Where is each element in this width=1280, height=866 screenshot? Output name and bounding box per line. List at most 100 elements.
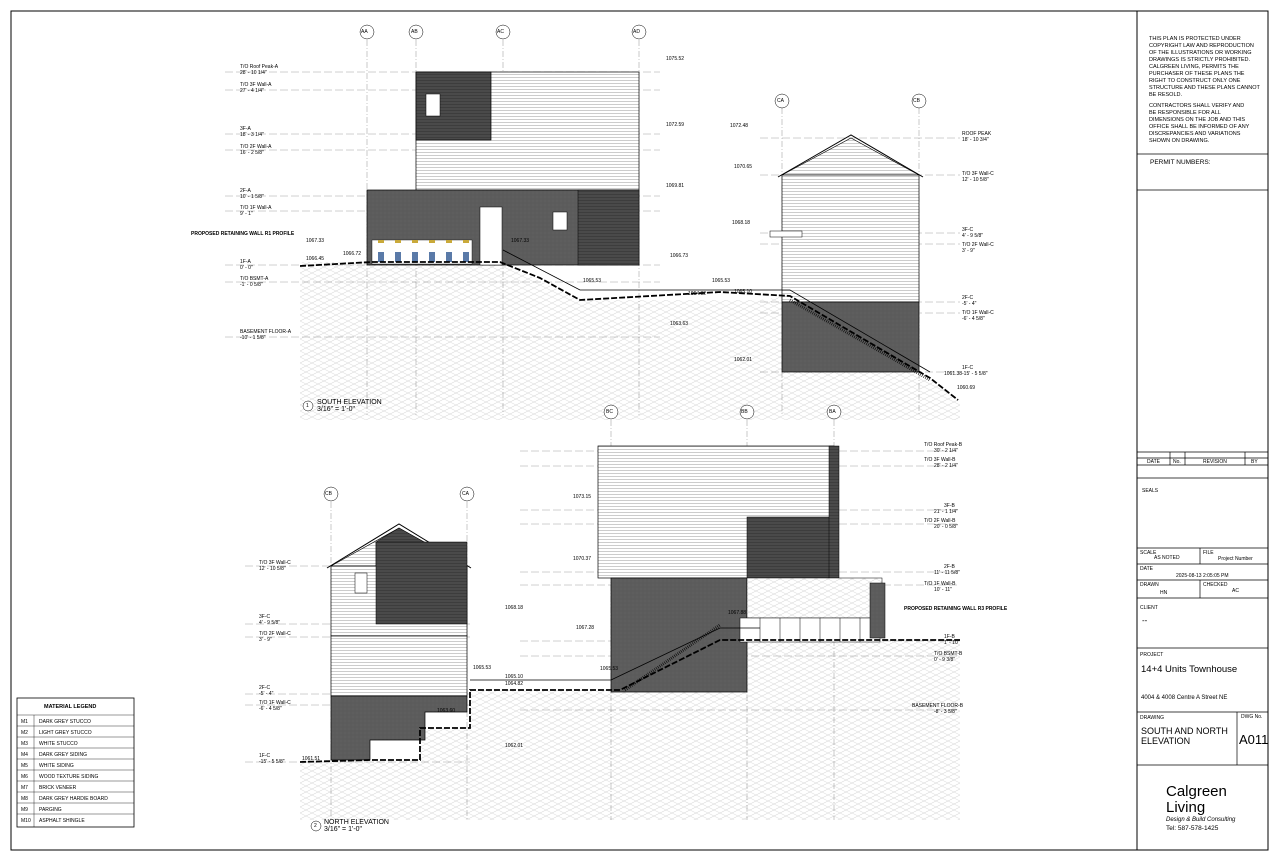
drawing-label: DRAWING: [1140, 715, 1164, 721]
view-number: 1: [306, 403, 309, 409]
logo-tel: Tel: 587-578-1425: [1166, 825, 1219, 832]
legend-item: WHITE SIDING: [39, 763, 74, 769]
dwg-no-label: DWG No.: [1241, 714, 1263, 720]
grade-elevation: 1065.10: [505, 674, 524, 680]
legend-item: LIGHT GREY STUCCO: [39, 730, 92, 736]
level-value: -10' - 1 5/8": [240, 335, 266, 341]
checked-label: CHECKED: [1203, 582, 1228, 588]
grade-elevation: 1063.63: [670, 321, 689, 327]
grade-elevation: 1065.53: [600, 666, 619, 672]
notice-line: SHOWN ON DRAWING.: [1149, 138, 1210, 144]
level-value: 0' - 0": [240, 265, 253, 271]
legend-code: M4: [21, 752, 28, 758]
level-label: 1F-B: [944, 634, 955, 640]
date-label: DATE: [1140, 566, 1153, 572]
grade-elevation: 1063.60: [437, 708, 456, 714]
level-value: -6' - 4 5/8": [962, 316, 985, 322]
legend-code: M5: [21, 763, 28, 769]
level-label: T/O 3F Wall-C: [259, 560, 291, 566]
grade-elevation: 1070.37: [573, 556, 592, 562]
level-value: 18' - 3 1/4": [240, 132, 264, 138]
scale-value: AS NOTED: [1154, 555, 1180, 561]
level-value: 10' - 1 5/8": [240, 194, 264, 200]
level-label: BASEMENT FLOOR-B: [912, 703, 964, 709]
legend-title: MATERIAL LEGEND: [44, 704, 97, 710]
grade-elevation: 1070.65: [734, 164, 753, 170]
grid-label-ca: CA: [462, 491, 469, 497]
drawn-value: HN: [1160, 590, 1168, 596]
level-value: 28' - 2 1/4": [934, 463, 958, 469]
view-scale: 3/16" = 1'-0": [324, 826, 363, 833]
level-value: 3' - 9": [962, 248, 975, 254]
grade-elevation: 1068.18: [732, 220, 751, 226]
legend-item: ASPHALT SHINGLE: [39, 818, 85, 824]
grade-elevation: 1072.48: [730, 123, 749, 129]
legend-item: PARGING: [39, 807, 62, 813]
level-value: 0' - 9 3/8": [934, 657, 956, 663]
notice-line: CALGREEN LIVING, PERMITS THE: [1149, 64, 1239, 70]
dwg-number: A011: [1239, 732, 1269, 747]
level-label: T/O Roof Peak-A: [240, 64, 279, 70]
drawing-title-line1: SOUTH AND NORTH: [1141, 726, 1228, 736]
copyright-notice: THIS PLAN IS PROTECTED UNDER COPYRIGHT L…: [1149, 36, 1261, 145]
legend-code: M1: [21, 719, 28, 725]
seals-label: SEALS: [1142, 488, 1159, 494]
level-value: 4' - 9 5/8": [259, 620, 281, 626]
notice-line: STRUCTURE AND THESE PLANS CANNOT: [1149, 85, 1260, 91]
drawn-label: DRAWN: [1140, 582, 1159, 588]
client-label: CLIENT: [1140, 605, 1158, 611]
level-label: 3F-C: [259, 614, 271, 620]
level-label: T/O 2F Wall-A: [240, 144, 272, 150]
legend-item: BRICK VENEER: [39, 785, 77, 791]
level-label: 2F-C: [962, 295, 974, 301]
notice-line: RIGHT TO CONSTRUCT ONLY ONE: [1149, 78, 1241, 84]
drawing-title-line2: ELEVATION: [1141, 736, 1191, 746]
level-label: 2F-B: [944, 564, 955, 570]
level-label: T/O 2F Wall-C: [259, 631, 291, 637]
view-title: NORTH ELEVATION: [324, 819, 389, 826]
level-label: 1F-A: [240, 259, 251, 265]
level-value: -1' - 0 5/8": [240, 282, 263, 288]
level-value: 10' - 11": [934, 587, 952, 593]
grade-elevation: 1075.52: [666, 56, 685, 62]
grade-elevation: 1064.82: [505, 681, 524, 687]
level-value: 20' - 0 5/8": [934, 524, 958, 530]
logo-line1: Calgreen: [1166, 783, 1227, 800]
date-value: 2025-08-13 2:05:05 PM: [1176, 573, 1229, 579]
view-title: SOUTH ELEVATION: [317, 399, 382, 406]
permit-numbers-label: PERMIT NUMBERS:: [1150, 159, 1211, 166]
view-scale: 3/16" = 1'-0": [317, 406, 356, 413]
notice-line: BE RESPONSIBLE FOR ALL: [1149, 110, 1221, 116]
level-label: 1F-C: [259, 753, 271, 759]
scale-label: SCALE: [1140, 550, 1157, 556]
notice-line: DIMENSIONS ON THE JOB AND THIS: [1149, 117, 1246, 123]
level-value: 9' - 1": [240, 211, 253, 217]
south-elevation: [225, 24, 960, 420]
view-number: 2: [314, 823, 317, 829]
grade-elevation: 1066.45: [306, 256, 325, 262]
grade-elevation: 1067.28: [576, 625, 595, 631]
legend-item: WOOD TEXTURE SIDING: [39, 774, 99, 780]
legend-code: M2: [21, 730, 28, 736]
notice-line: OFFICE SHALL BE INFORMED OF ANY: [1149, 124, 1250, 130]
client-value: --: [1142, 616, 1148, 625]
grid-label-cb: CB: [325, 491, 332, 497]
grade-elevation: 1064.82: [688, 291, 707, 297]
level-label: 2F-A: [240, 188, 251, 194]
legend-code: M7: [21, 785, 28, 791]
revision-header-date: DATE: [1147, 459, 1160, 465]
grade-elevation: 1067.33: [306, 238, 325, 244]
level-value: -6' - 4 5/8": [259, 706, 282, 712]
level-value: 27' - 4 1/4": [240, 88, 264, 94]
level-label: T/O 1F Wall-C: [259, 700, 291, 706]
level-value: -15' - 5 5/8": [259, 759, 285, 765]
level-label: T/O 2F Wall-C: [962, 242, 994, 248]
grid-label-aa: AA: [361, 29, 368, 35]
grade-elevation: 1061.51: [302, 756, 321, 762]
logo-line2: Living: [1166, 799, 1206, 816]
notice-line: BE RESOLD.: [1149, 92, 1183, 98]
logo-tagline: Design & Build Consulting: [1166, 817, 1236, 823]
level-label: 3F-A: [240, 126, 251, 132]
notice-line: THIS PLAN IS PROTECTED UNDER: [1149, 36, 1241, 42]
level-value: 21' - 1 1/4": [934, 509, 958, 515]
